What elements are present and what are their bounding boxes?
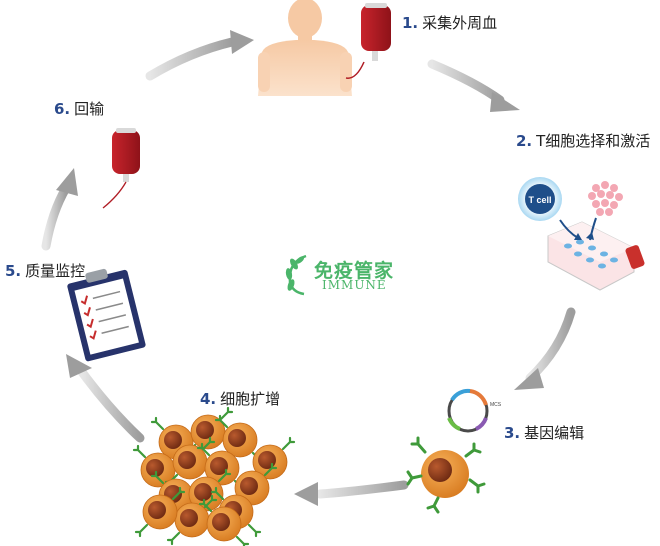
expanded-cell xyxy=(134,486,186,538)
arrow-6-to-1-head xyxy=(230,30,254,54)
step-3-number: 3. xyxy=(504,424,521,442)
expanded-cell xyxy=(214,414,266,466)
step-2-text: T细胞选择和激活 xyxy=(536,132,651,150)
arrow-3-to-4-head xyxy=(294,482,318,506)
watermark-chinese-text: 免疫管家 xyxy=(314,260,395,282)
step-2-label: 2.T细胞选择和激活 xyxy=(516,130,650,151)
watermark-english-text: IMMUNE xyxy=(322,278,387,292)
arrow-5-to-6 xyxy=(41,183,71,251)
step-4-number: 4. xyxy=(200,390,217,408)
step-1-number: 1. xyxy=(402,14,419,32)
step-4-text: 细胞扩增 xyxy=(220,390,281,408)
arrow-1-to-2 xyxy=(427,59,505,105)
leaf-logo-icon xyxy=(285,254,307,296)
arrow-4-to-5-head xyxy=(66,354,92,378)
arrow-6-to-1 xyxy=(145,37,237,81)
step-5-text: 质量监控 xyxy=(25,262,86,280)
step-5-label: 5.质量监控 xyxy=(5,260,85,281)
step-2-number: 2. xyxy=(516,132,533,150)
cycle-arrows xyxy=(41,30,576,506)
arrow-2-to-3-head xyxy=(514,368,544,390)
arrow-3-to-4 xyxy=(315,480,409,499)
t-cell-label: T cell xyxy=(528,195,551,205)
step-1-text: 采集外周血 xyxy=(422,14,498,32)
step-6-text: 回输 xyxy=(74,100,105,118)
step-5-number: 5. xyxy=(5,262,22,280)
arrow-5-to-6-head xyxy=(56,168,78,196)
arrow-1-to-2-head xyxy=(490,92,520,112)
step-6-label: 6.回输 xyxy=(54,98,104,119)
step-4-label: 4.细胞扩增 xyxy=(200,388,280,409)
plasmid-vector-icon: MCS xyxy=(447,388,502,433)
activation-beads-icon xyxy=(588,181,623,216)
expanded-cell-cluster xyxy=(132,406,296,546)
arrow-4-to-5 xyxy=(77,367,145,443)
step-3-text: 基因编辑 xyxy=(524,424,585,442)
step-1-label: 1.采集外周血 xyxy=(402,12,497,33)
step-3-label: 3.基因编辑 xyxy=(504,422,584,443)
expanded-cell xyxy=(196,442,248,494)
blood-bag-infusion-icon xyxy=(102,128,140,209)
step-6-number: 6. xyxy=(54,100,71,118)
arrow-2-to-3 xyxy=(525,307,576,383)
expanded-cell xyxy=(164,436,216,488)
human-body-icon xyxy=(258,0,352,96)
culture-flask-icon xyxy=(547,217,645,291)
blood-bag-collection-icon xyxy=(345,3,391,79)
quality-control-clipboard-icon xyxy=(67,268,146,362)
t-cell-icon: T cell xyxy=(518,177,562,221)
expanded-cell xyxy=(180,468,232,520)
engineered-car-t-cell-icon xyxy=(406,436,486,514)
vector-mcs-label: MCS xyxy=(490,402,502,408)
expanded-cell xyxy=(198,498,250,546)
